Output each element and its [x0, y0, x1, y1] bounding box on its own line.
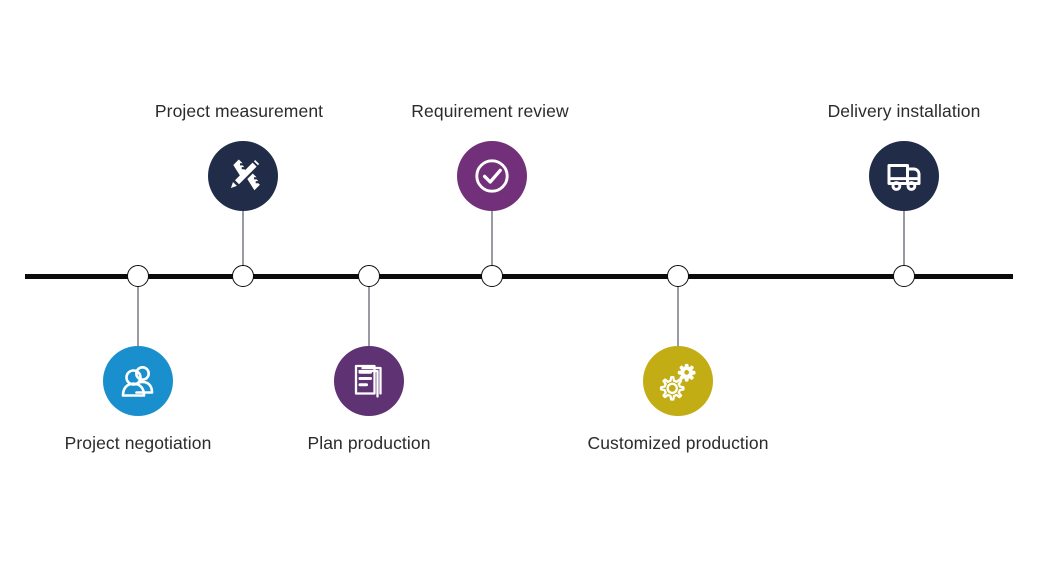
icon-bubble-project-measurement[interactable] [208, 141, 278, 211]
icon-bubble-delivery-installation[interactable] [869, 141, 939, 211]
caption-delivery-installation: Delivery installation [827, 101, 981, 121]
caption-project-measurement: Project measurement [154, 101, 324, 121]
node-marker-delivery-installation[interactable] [893, 265, 915, 287]
node-marker-requirement-review[interactable] [481, 265, 503, 287]
node-marker-customized-production[interactable] [667, 265, 689, 287]
caption-customized-production: Customized production [587, 433, 769, 453]
connector-requirement-review [491, 210, 493, 276]
node-marker-plan-production[interactable] [358, 265, 380, 287]
connector-plan-production [368, 279, 370, 347]
caption-plan-production: Plan production [307, 433, 431, 453]
node-marker-project-measurement[interactable] [232, 265, 254, 287]
icon-bubble-project-negotiation[interactable] [103, 346, 173, 416]
check-circle-icon [469, 153, 515, 199]
users-group-icon [116, 359, 160, 403]
icon-bubble-requirement-review[interactable] [457, 141, 527, 211]
caption-requirement-review: Requirement review [411, 101, 569, 121]
caption-project-negotiation: Project negotiation [64, 433, 212, 453]
connector-project-negotiation [137, 279, 139, 347]
connector-project-measurement [242, 210, 244, 276]
delivery-truck-icon [883, 155, 925, 197]
icon-bubble-customized-production[interactable] [643, 346, 713, 416]
connector-delivery-installation [903, 210, 905, 276]
stacked-documents-icon [348, 360, 390, 402]
pencil-ruler-icon [221, 154, 265, 198]
gears-icon [655, 358, 701, 404]
icon-bubble-plan-production[interactable] [334, 346, 404, 416]
node-marker-project-negotiation[interactable] [127, 265, 149, 287]
connector-customized-production [677, 279, 679, 347]
timeline-axis [25, 274, 1013, 279]
